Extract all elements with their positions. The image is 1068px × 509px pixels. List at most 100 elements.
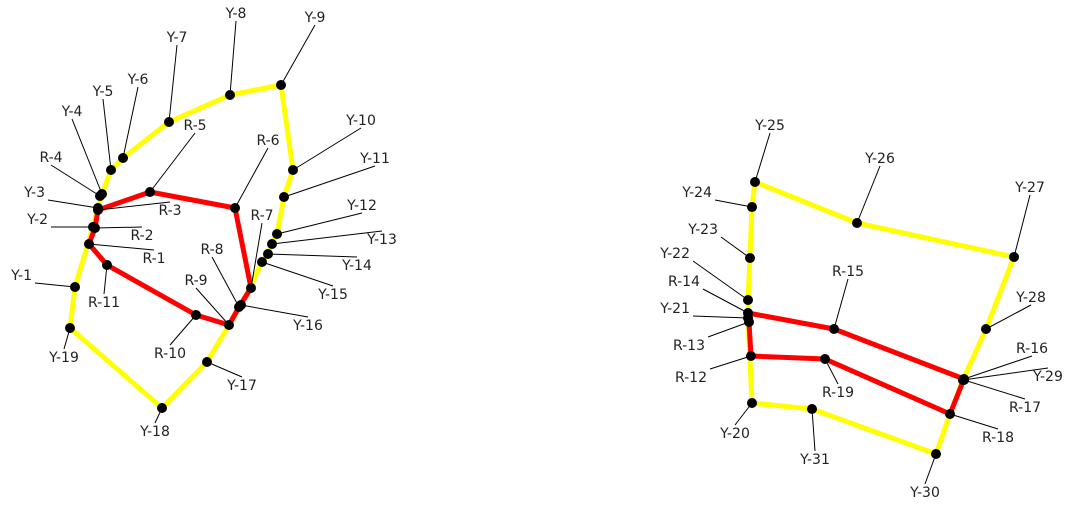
left-leader-r-10	[169, 314, 197, 346]
left-leader-r-1	[88, 243, 155, 251]
left-point-y-12	[272, 229, 282, 239]
left-label-r-10: R-10	[154, 346, 186, 362]
left-point-r-11	[102, 260, 112, 270]
right-point-y-20	[747, 398, 757, 408]
left-leader-r-9	[195, 287, 230, 326]
left-leader-y-11	[283, 165, 376, 198]
left-point-r-7	[246, 283, 256, 293]
left-leader-r-4	[50, 164, 101, 197]
left-label-r-5: R-5	[183, 118, 206, 134]
left-label-y-6: Y-6	[127, 72, 149, 88]
left-point-y-18	[157, 403, 167, 413]
point-markers	[65, 80, 1019, 459]
right-point-y-28	[981, 324, 991, 334]
left-label-y-17: Y-17	[226, 378, 257, 394]
left-leader-y-6	[122, 86, 139, 159]
left-label-r-2: R-2	[130, 228, 153, 244]
left-label-y-7: Y-7	[166, 30, 188, 46]
right-point-y-26	[852, 218, 862, 228]
left-leader-y-7	[168, 44, 178, 123]
right-label-y-25: Y-25	[754, 118, 785, 134]
left-point-r-5	[145, 187, 155, 197]
left-leader-y-16	[240, 304, 309, 318]
right-point-r-15	[829, 324, 839, 334]
right-label-r-17: R-17	[1009, 400, 1041, 416]
left-label-y-13: Y-13	[366, 232, 397, 248]
right-leader-y-27	[1013, 194, 1031, 258]
left-leader-y-13	[271, 230, 383, 245]
right-leader-y-26	[856, 165, 881, 224]
left-point-r-8	[234, 302, 244, 312]
left-point-y-11	[279, 192, 289, 202]
left-leader-y-1	[34, 282, 76, 288]
left-leader-y-10	[292, 127, 362, 171]
left-label-y-5: Y-5	[92, 84, 114, 100]
left-label-y-16: Y-16	[292, 318, 323, 334]
path-lines	[67, 82, 1017, 457]
right-leader-y-21	[692, 315, 749, 319]
left-label-r-11: R-11	[88, 295, 120, 311]
left-point-y-9	[276, 80, 286, 90]
left-point-y-19	[65, 323, 75, 333]
right-point-y-22	[743, 295, 753, 305]
left-label-y-11: Y-11	[359, 151, 390, 167]
right-label-y-23: Y-23	[687, 222, 718, 238]
left-label-y-18: Y-18	[139, 424, 170, 440]
right-label-y-21: Y-21	[659, 301, 690, 317]
left-yellow-boundary	[67, 82, 296, 411]
right-leader-y-25	[754, 132, 771, 183]
right-leader-r-14	[702, 288, 749, 314]
right-label-y-27: Y-27	[1014, 180, 1045, 196]
right-label-y-29: Y-29	[1032, 369, 1063, 385]
right-leader-y-31	[811, 408, 816, 452]
left-leader-r-5	[149, 132, 196, 193]
left-label-r-8: R-8	[200, 242, 223, 258]
right-point-r-12	[746, 351, 756, 361]
left-label-r-3: R-3	[158, 203, 181, 219]
right-point-r-13	[744, 317, 754, 327]
right-leader-r-13	[707, 321, 750, 338]
right-point-r-17	[959, 375, 969, 385]
left-label-y-9: Y-9	[304, 10, 326, 26]
left-label-r-7: R-7	[250, 208, 273, 224]
left-leader-r-3	[97, 201, 171, 211]
left-point-r-2	[90, 223, 100, 233]
right-point-r-19	[820, 354, 830, 364]
right-label-r-15: R-15	[832, 264, 864, 280]
left-point-r-4	[95, 191, 105, 201]
left-point-y-17	[202, 357, 212, 367]
left-point-r-9	[224, 320, 234, 330]
left-point-y-13	[267, 239, 277, 249]
left-label-y-4: Y-4	[61, 104, 83, 120]
right-leader-r-15	[833, 278, 849, 330]
left-point-y-8	[225, 90, 235, 100]
right-leader-y-23	[720, 236, 751, 259]
left-leader-y-17	[206, 361, 243, 378]
left-label-y-2: Y-2	[26, 212, 48, 228]
left-leader-y-5	[102, 98, 112, 171]
left-leader-y-8	[229, 20, 237, 96]
left-point-r-10	[191, 310, 201, 320]
right-point-r-18	[945, 409, 955, 419]
right-label-y-22: Y-22	[659, 246, 690, 262]
left-point-y-15	[257, 257, 267, 267]
right-label-r-18: R-18	[982, 430, 1014, 446]
left-leader-y-3	[47, 199, 99, 209]
left-leader-r-8	[211, 256, 240, 308]
left-label-y-14: Y-14	[341, 258, 372, 274]
left-label-r-6: R-6	[256, 133, 279, 149]
left-leader-y-12	[276, 212, 363, 235]
right-point-y-25	[750, 177, 760, 187]
left-label-y-12: Y-12	[346, 198, 377, 214]
right-label-r-13: R-13	[673, 338, 705, 354]
left-label-y-19: Y-19	[48, 350, 79, 366]
left-leader-y-9	[280, 24, 316, 86]
right-label-r-19: R-19	[822, 385, 854, 401]
right-leader-r-12	[709, 355, 752, 370]
left-leader-y-14	[267, 253, 358, 258]
right-point-y-27	[1009, 252, 1019, 262]
right-red-boundary	[745, 310, 967, 417]
left-label-y-15: Y-15	[317, 287, 348, 303]
